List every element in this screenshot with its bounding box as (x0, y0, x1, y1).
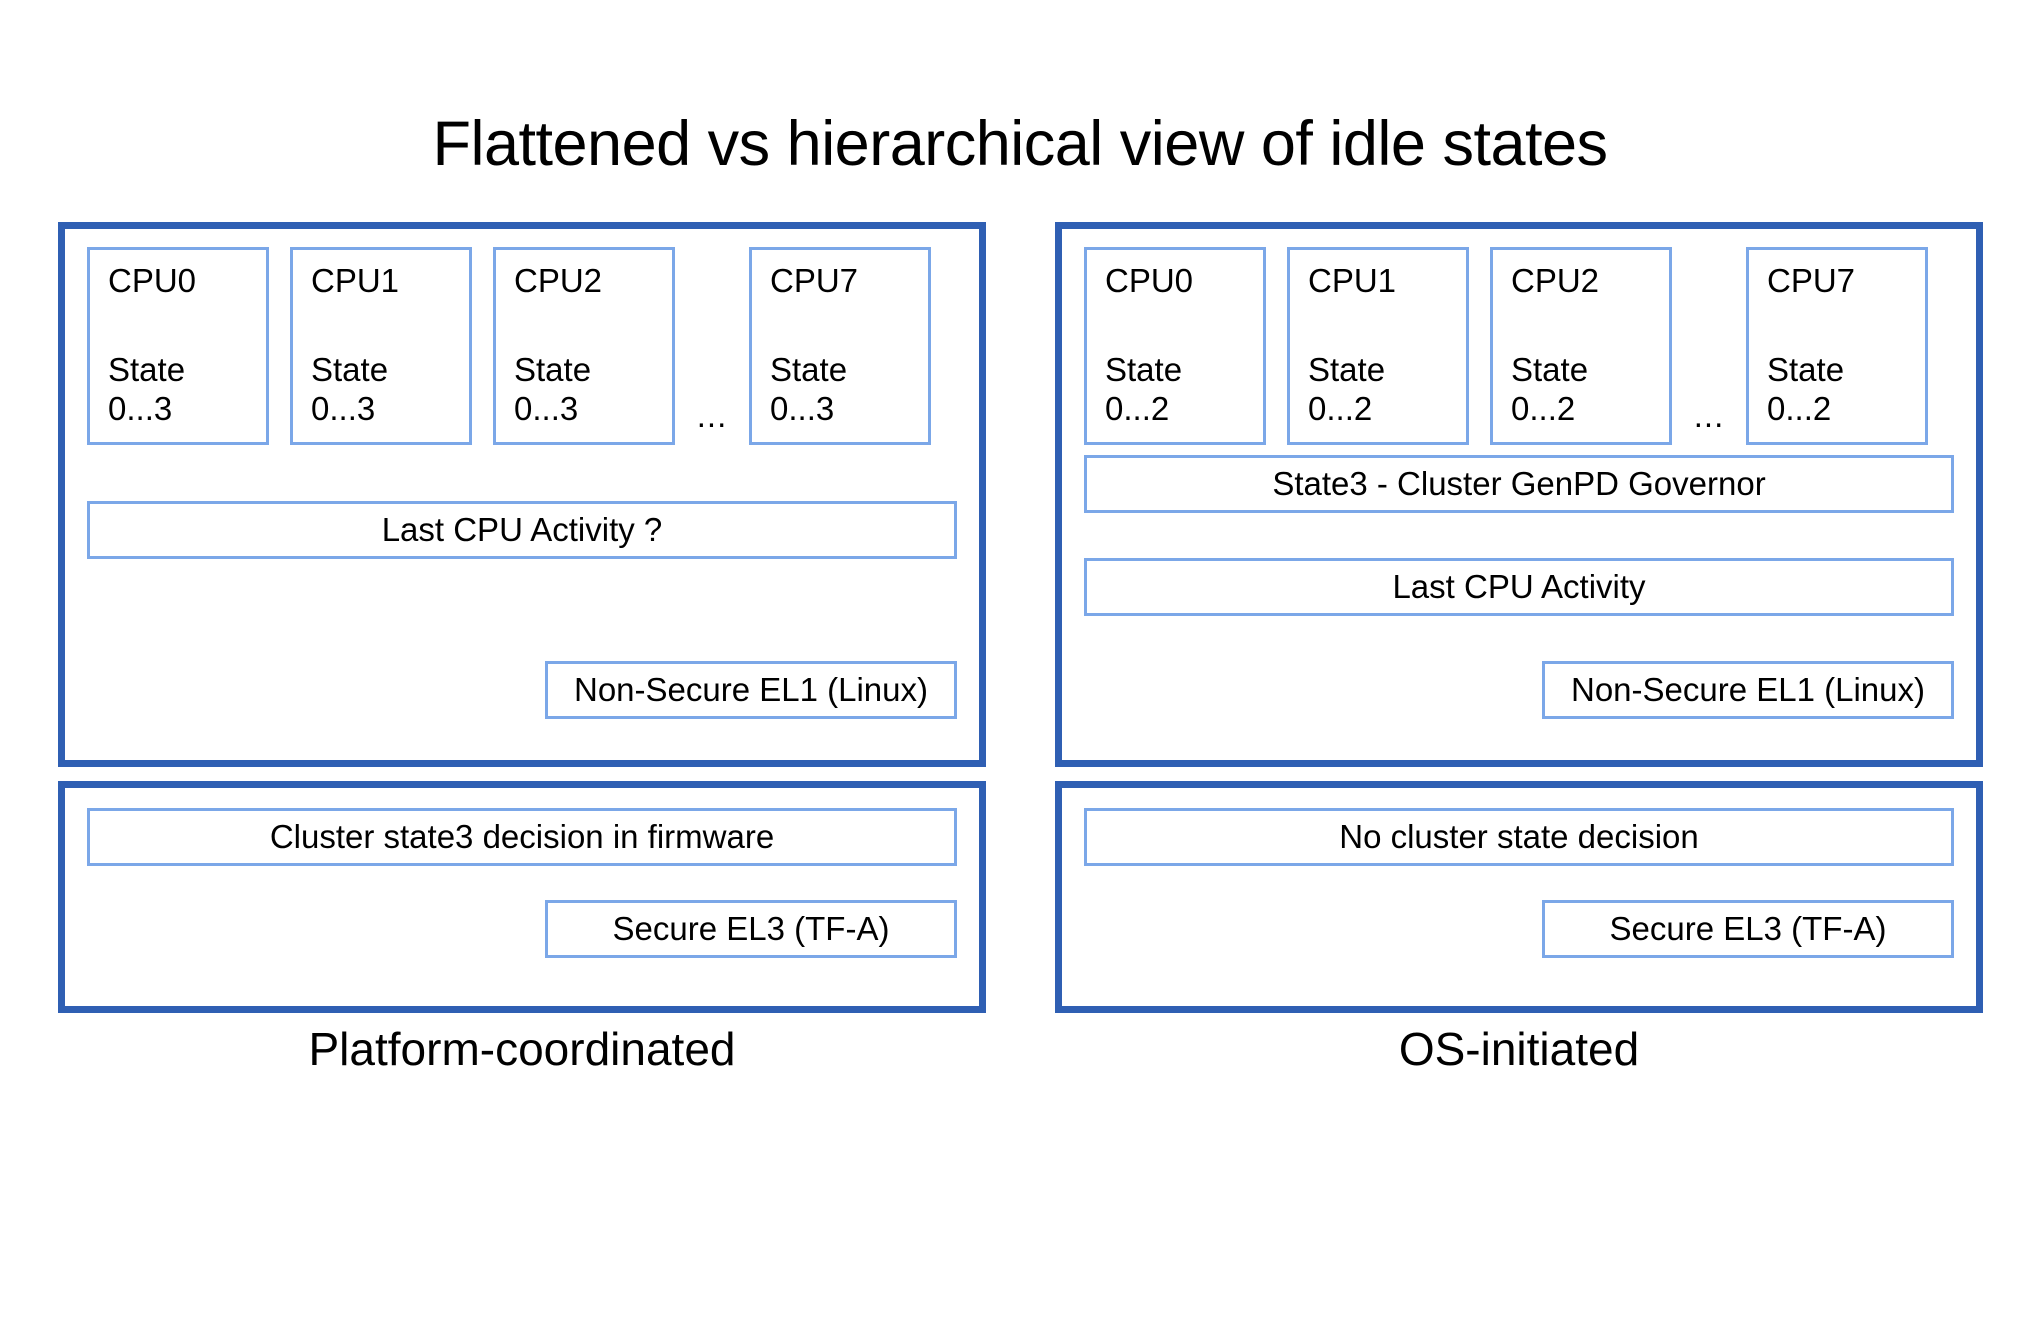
right-column: CPU0 State 0...2 CPU1 State 0...2 CPU2 S… (1055, 222, 1983, 1013)
cpu-state-label: State (1105, 351, 1183, 388)
cpu-ellipsis: ... (1693, 397, 1725, 434)
exception-level-badge-secure: Secure EL3 (TF-A) (545, 900, 957, 958)
cpu-state-label: State (514, 351, 592, 388)
cpu-state-label: State (311, 351, 389, 388)
caption-os-initiated: OS-initiated (1398, 1023, 1640, 1075)
right-cpu-row: CPU0 State 0...2 CPU1 State 0...2 CPU2 S… (1084, 247, 1954, 447)
last-cpu-activity-box: Last CPU Activity (1084, 558, 1954, 616)
cpu-state-label: State (1511, 351, 1589, 388)
right-os-panel: CPU0 State 0...2 CPU1 State 0...2 CPU2 S… (1055, 222, 1983, 767)
cpu-name: CPU2 (1511, 262, 1600, 299)
cpu-name: CPU7 (770, 262, 859, 299)
cpu-state-label: State (1767, 351, 1845, 388)
cpu-name: CPU1 (311, 262, 400, 299)
cpu-box-cpu2: CPU2 State 0...3 (493, 247, 675, 445)
cpu-box-cpu1: CPU1 State 0...2 (1287, 247, 1469, 445)
cpu-name: CPU1 (1308, 262, 1397, 299)
left-cpu-row: CPU0 State 0...3 CPU1 State 0...3 CPU2 S… (87, 247, 957, 447)
cpu-state-range: 0...2 (1105, 390, 1170, 427)
cpu-box-cpu0: CPU0 State 0...2 (1084, 247, 1266, 445)
cpu-box-cpu7: CPU7 State 0...3 (749, 247, 931, 445)
left-column: CPU0 State 0...3 CPU1 State 0...3 CPU2 S… (58, 222, 986, 1013)
cluster-decision-box: Cluster state3 decision in firmware (87, 808, 957, 866)
cpu-state-range: 0...3 (770, 390, 835, 427)
cpu-name: CPU7 (1767, 262, 1856, 299)
cpu-state-range: 0...2 (1767, 390, 1832, 427)
cpu-state-label: State (1308, 351, 1386, 388)
exception-level-badge-secure: Secure EL3 (TF-A) (1542, 900, 1954, 958)
cpu-state-range: 0...2 (1308, 390, 1373, 427)
cpu-box-cpu7: CPU7 State 0...2 (1746, 247, 1928, 445)
cpu-box-cpu0: CPU0 State 0...3 (87, 247, 269, 445)
left-firmware-panel: Cluster state3 decision in firmware Secu… (58, 781, 986, 1013)
exception-level-badge-nonsecure: Non-Secure EL1 (Linux) (1542, 661, 1954, 719)
cpu-ellipsis: ... (696, 397, 728, 434)
cluster-genpd-governor-box: State3 - Cluster GenPD Governor (1084, 455, 1954, 513)
cpu-name: CPU2 (514, 262, 603, 299)
cpu-state-range: 0...3 (311, 390, 376, 427)
exception-level-badge-nonsecure: Non-Secure EL1 (Linux) (545, 661, 957, 719)
last-cpu-activity-box: Last CPU Activity ? (87, 501, 957, 559)
cpu-box-cpu2: CPU2 State 0...2 (1490, 247, 1672, 445)
cpu-state-label: State (108, 351, 186, 388)
cpu-name: CPU0 (1105, 262, 1194, 299)
cpu-state-range: 0...2 (1511, 390, 1576, 427)
caption-platform-coordinated: Platform-coordinated (308, 1023, 736, 1075)
cpu-state-label: State (770, 351, 848, 388)
cpu-state-range: 0...3 (514, 390, 579, 427)
left-os-panel: CPU0 State 0...3 CPU1 State 0...3 CPU2 S… (58, 222, 986, 767)
right-firmware-panel: No cluster state decision Secure EL3 (TF… (1055, 781, 1983, 1013)
cpu-state-range: 0...3 (108, 390, 173, 427)
cpu-name: CPU0 (108, 262, 197, 299)
page-title: Flattened vs hierarchical view of idle s… (432, 109, 1608, 179)
no-cluster-decision-box: No cluster state decision (1084, 808, 1954, 866)
cpu-box-cpu1: CPU1 State 0...3 (290, 247, 472, 445)
